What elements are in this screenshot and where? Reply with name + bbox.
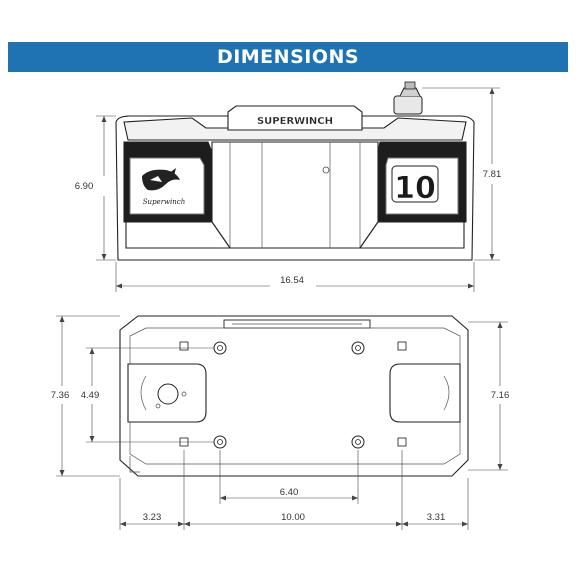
bottom-view: 7.36 4.49 7.16 6.40 (51, 315, 510, 530)
dim-front-height-total (422, 87, 500, 261)
mount-hole-bottom-right (351, 435, 365, 449)
mount-hole-top-left (213, 341, 227, 355)
square-hole-tr (397, 341, 407, 351)
brand-plate (227, 105, 363, 131)
center-housing (211, 141, 379, 249)
dim-bottom-height-right (468, 321, 508, 471)
superwinch-logo-icon (142, 168, 180, 191)
base-left-foot (125, 221, 232, 249)
dim-bottom-hole-horizontal (219, 450, 359, 504)
dim-label-7-36: 7.36 (51, 390, 70, 401)
front-view: SUPERWINCH Superwinch 10 (75, 81, 502, 292)
solenoid (393, 81, 423, 115)
dim-label-3-23: 3.23 (143, 512, 162, 523)
dim-bottom-chain (119, 450, 469, 530)
dimensions-banner: DIMENSIONS (8, 42, 568, 72)
dim-label-16-54: 16.54 (280, 275, 304, 286)
mount-hole-top-right (351, 341, 365, 355)
badge-number: 10 (394, 171, 436, 206)
dim-bottom-hole-vertical (86, 347, 214, 443)
dim-label-7-81: 7.81 (483, 169, 502, 180)
base-right-foot (358, 221, 465, 249)
dim-front-height-body (96, 115, 116, 261)
dim-bottom-height-total (56, 315, 120, 477)
dim-front-width (115, 262, 475, 292)
dim-label-10-00: 10.00 (281, 512, 305, 523)
inner-plate (129, 327, 461, 465)
dim-label-6-90: 6.90 (75, 181, 94, 192)
mount-hole-bottom-left (213, 435, 227, 449)
right-cutout (389, 363, 461, 423)
dim-label-4-49: 4.49 (81, 390, 100, 401)
dim-label-6-40: 6.40 (280, 487, 299, 498)
logo-script: Superwinch (143, 198, 185, 206)
center-port (157, 383, 179, 405)
banner-title: DIMENSIONS (216, 46, 360, 68)
bottom-outline (119, 315, 469, 477)
brand-text: SUPERWINCH (257, 116, 333, 127)
dim-label-7-16: 7.16 (491, 390, 510, 401)
square-hole-br (397, 437, 407, 447)
dim-label-3-31: 3.31 (427, 512, 446, 523)
badge-frame (391, 165, 439, 203)
square-hole-tl (179, 341, 189, 351)
housing-bolt (322, 166, 330, 174)
